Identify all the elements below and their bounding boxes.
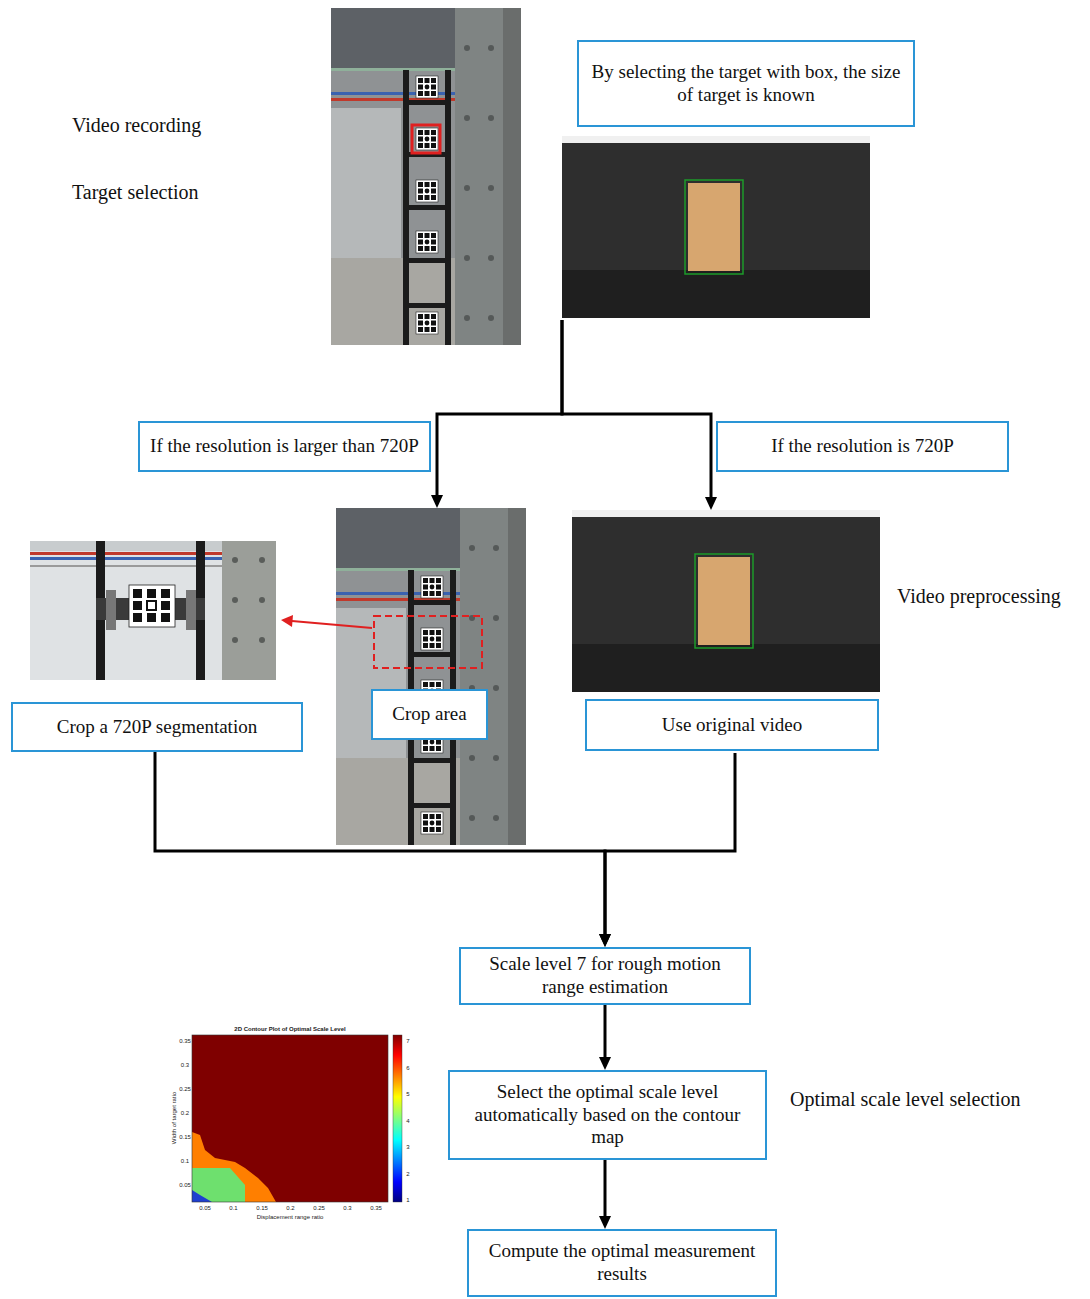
flow-connector: [599, 753, 735, 947]
connector-line: [437, 320, 562, 495]
flow-connector: [431, 320, 562, 508]
tick-label: 0.05: [199, 1205, 211, 1211]
tick-label: 0.2: [286, 1205, 294, 1211]
arrow-head: [599, 1057, 611, 1070]
colorbar-tick: 5: [406, 1091, 409, 1097]
tick-label: 0.35: [179, 1038, 191, 1044]
lab-photo: [336, 508, 526, 845]
tick-label: 0.35: [370, 1205, 382, 1211]
colorbar-tick: 2: [406, 1171, 409, 1177]
colorbar-tick: 3: [406, 1144, 409, 1150]
connector-line: [605, 753, 735, 934]
tick-label: 0.25: [179, 1086, 191, 1092]
flow-connector: [155, 752, 611, 947]
lab-photo: [331, 8, 521, 345]
stage-label: Target selection: [72, 181, 199, 204]
arrow-head: [705, 497, 717, 510]
connector-line: [604, 1160, 607, 1216]
flow-connector: [599, 1005, 611, 1070]
arrow-head: [599, 934, 611, 947]
node-text: Crop a 720P segmentation: [57, 716, 257, 739]
tick-label: 0.3: [343, 1205, 351, 1211]
node-text: Scale level 7 for rough motion range est…: [469, 953, 741, 999]
arrow-head: [599, 934, 611, 947]
arrow-head: [599, 1216, 611, 1229]
tick-label: 0.3: [181, 1062, 189, 1068]
process-box: If the resolution is 720P: [716, 421, 1009, 472]
node-text: If the resolution is 720P: [771, 435, 954, 458]
colorbar-tick: 6: [406, 1065, 409, 1071]
tick-label: 0.25: [313, 1205, 325, 1211]
node-group: Crop area: [336, 508, 526, 845]
contour-plot: [170, 1024, 406, 1224]
connector-line: [604, 1005, 607, 1057]
colorbar-tick: 1: [406, 1197, 409, 1203]
tick-label: 0.15: [179, 1134, 191, 1140]
process-box: If the resolution is larger than 720P: [138, 421, 431, 472]
stage-label: Optimal scale level selection: [790, 1088, 1020, 1111]
flow-connector: [562, 320, 717, 510]
video-frame: [562, 136, 870, 318]
process-box: Crop a 720P segmentation: [11, 702, 303, 752]
connector-line: [562, 320, 711, 497]
crop-region: [374, 616, 482, 668]
process-box: Select the optimal scale level automatic…: [448, 1070, 767, 1160]
arrow-head: [431, 495, 443, 508]
stage-label: Video preprocessing: [897, 585, 1061, 608]
node-group: By selecting the target with box, the si…: [560, 38, 917, 320]
connector-line: [155, 752, 605, 934]
colorbar-tick: 7: [406, 1038, 409, 1044]
node-text: Crop area: [371, 689, 488, 740]
tick-label: 0.2: [181, 1110, 189, 1116]
tick-label: 0.1: [181, 1158, 189, 1164]
node-text: By selecting the target with box, the si…: [577, 40, 915, 127]
node-group: Use original video: [570, 510, 882, 753]
crop-thumbnail: [30, 541, 276, 680]
colorbar-tick: 4: [406, 1118, 409, 1124]
plot-title: 2D Contour Plot of Optimal Scale Level: [234, 1026, 345, 1032]
node-text: If the resolution is larger than 720P: [150, 435, 419, 458]
tick-label: 0.05: [179, 1182, 191, 1188]
tick-label: 0.1: [229, 1205, 237, 1211]
process-box: Compute the optimal measurement results: [467, 1229, 777, 1297]
stage-label: Video recording: [72, 114, 201, 137]
flow-connector: [599, 1160, 611, 1229]
target-highlight: [412, 125, 440, 153]
axis-label: Displacement range ratio: [257, 1214, 324, 1220]
node-text: Use original video: [585, 699, 879, 751]
axis-label: Width of target ratio: [171, 1092, 177, 1144]
crop-pointer: [281, 615, 372, 628]
video-frame: [572, 510, 880, 692]
process-box: Scale level 7 for rough motion range est…: [459, 947, 751, 1005]
node-text: Compute the optimal measurement results: [477, 1240, 767, 1286]
tick-label: 0.15: [256, 1205, 268, 1211]
node-text: Select the optimal scale level automatic…: [458, 1081, 757, 1149]
